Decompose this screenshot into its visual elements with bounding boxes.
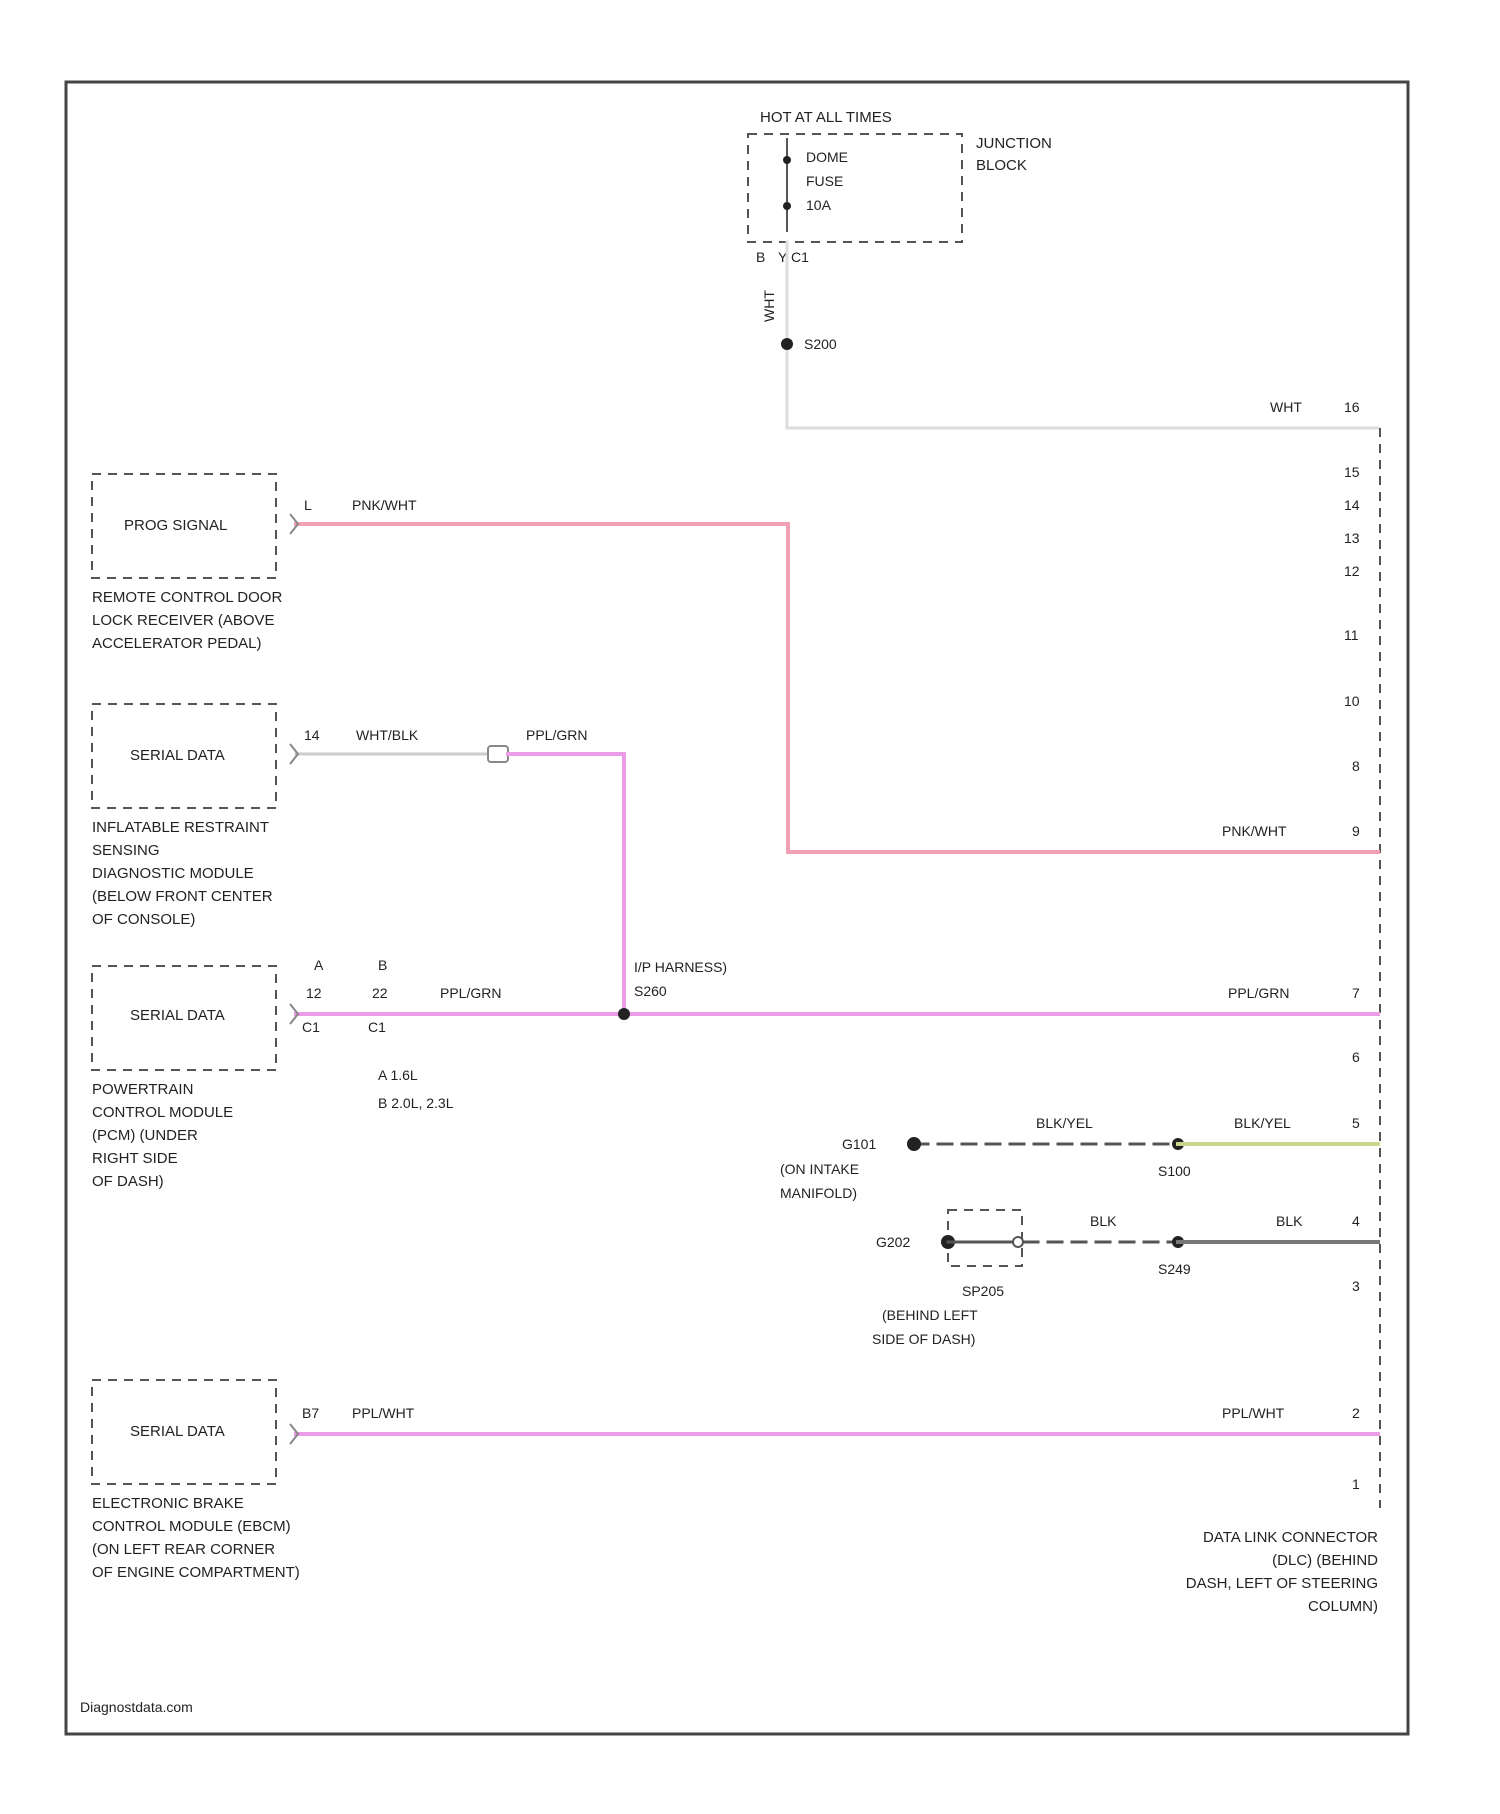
dlc-pin-11: 11 [1344, 627, 1359, 643]
pcm-pin-b: 22 [372, 985, 388, 1001]
pcm-col-b: B [378, 957, 387, 973]
dlc-pin-1: 1 [1352, 1476, 1360, 1492]
ground-g101-location-2: MANIFOLD) [780, 1185, 857, 1201]
sdm-caption-5: OF CONSOLE) [92, 911, 195, 928]
dlc-pin-12: 12 [1344, 563, 1360, 579]
ground2-wire-label-left: BLK [1090, 1213, 1117, 1229]
pcm-col-a: A [314, 957, 324, 973]
pcm-wire-label-dlc: PPL/GRN [1228, 985, 1289, 1001]
junction-block-box [748, 134, 962, 242]
sp205-label: SP205 [962, 1283, 1004, 1299]
dlc-pin-3: 3 [1352, 1278, 1360, 1294]
pcm-caption-4: RIGHT SIDE [92, 1150, 178, 1167]
power-header: HOT AT ALL TIMES [760, 109, 892, 126]
fuse-pin: B [756, 249, 765, 265]
dlc-caption-3: DASH, LEFT OF STEERING [1186, 1575, 1378, 1592]
pcm-wire-label-left: PPL/GRN [440, 985, 501, 1001]
dlc-caption-4: COLUMN) [1308, 1598, 1378, 1615]
sdm-caption-4: (BELOW FRONT CENTER [92, 888, 273, 905]
pcm-note-a: A 1.6L [378, 1067, 418, 1083]
pcm-pin-a: 12 [306, 985, 322, 1001]
dlc-pin-2: 2 [1352, 1405, 1360, 1421]
sdm-wire-label-left: WHT/BLK [356, 727, 419, 743]
ground1-wire-label-right: BLK/YEL [1234, 1115, 1291, 1131]
dlc-pin-16: 16 [1344, 399, 1360, 415]
dlc-caption-1: DATA LINK CONNECTOR [1203, 1529, 1378, 1546]
prog-caption-1: REMOTE CONTROL DOOR [92, 589, 282, 606]
ebcm-caption-2: CONTROL MODULE (EBCM) [92, 1518, 291, 1535]
wht-wire-label-dlc: WHT [1270, 399, 1302, 415]
ebcm-caption-1: ELECTRONIC BRAKE [92, 1495, 244, 1512]
ground-g101-label: G101 [842, 1136, 876, 1152]
dlc-pin-10: 10 [1344, 693, 1360, 709]
fuse-label-1: DOME [806, 149, 848, 165]
splice-s100-label: S100 [1158, 1163, 1191, 1179]
sdm-caption-2: SENSING [92, 842, 160, 859]
sp205-location-1: (BEHIND LEFT [882, 1307, 978, 1323]
fuse-connector: Y C1 [778, 249, 809, 265]
dlc-caption-2: (DLC) (BEHIND [1272, 1552, 1378, 1569]
splice-s200 [781, 338, 793, 350]
ebcm-wire-label-left: PPL/WHT [352, 1405, 415, 1421]
ebcm-wire-label-right: PPL/WHT [1222, 1405, 1285, 1421]
pcm-caption-1: POWERTRAIN [92, 1081, 193, 1098]
ground-g202-label: G202 [876, 1234, 910, 1250]
pnk-wht-wire [296, 524, 1378, 852]
sdm-caption-1: INFLATABLE RESTRAINT [92, 819, 269, 836]
ebcm-pin: B7 [302, 1405, 319, 1421]
splice-s249-label: S249 [1158, 1261, 1191, 1277]
splice-s260-label-1: I/P HARNESS) [634, 959, 727, 975]
dlc-pin-13: 13 [1344, 530, 1360, 546]
junction-block-label-2: BLOCK [976, 157, 1027, 174]
ground-g101-location-1: (ON INTAKE [780, 1161, 859, 1177]
pcm-conn-a: C1 [302, 1019, 320, 1035]
pcm-conn-b: C1 [368, 1019, 386, 1035]
ppl-grn-wire-sdm [508, 754, 624, 1014]
wht-wire-label-vertical: WHT [761, 290, 777, 322]
dlc-pin-8: 8 [1352, 758, 1360, 774]
sdm-wire-label-right: PPL/GRN [526, 727, 587, 743]
sdm-pin: 14 [304, 727, 320, 743]
prog-caption-2: LOCK RECEIVER (ABOVE [92, 612, 275, 629]
pcm-label: SERIAL DATA [130, 1007, 225, 1024]
dlc-pin-5: 5 [1352, 1115, 1360, 1131]
pcm-caption-2: CONTROL MODULE [92, 1104, 233, 1121]
sdm-caption-3: DIAGNOSTIC MODULE [92, 865, 254, 882]
ebcm-caption-4: OF ENGINE COMPARTMENT) [92, 1564, 300, 1581]
prog-wire-label-left: PNK/WHT [352, 497, 417, 513]
ground1-wire-label-left: BLK/YEL [1036, 1115, 1093, 1131]
splice-s200-label: S200 [804, 336, 837, 352]
sp205-box [948, 1210, 1022, 1266]
dlc-pin-9: 9 [1352, 823, 1360, 839]
pcm-caption-3: (PCM) (UNDER [92, 1127, 198, 1144]
ebcm-label: SERIAL DATA [130, 1423, 225, 1440]
pcm-note-b: B 2.0L, 2.3L [378, 1095, 454, 1111]
fuse-label-2: FUSE [806, 173, 843, 189]
junction-block-label-1: JUNCTION [976, 135, 1052, 152]
dlc-pin-7: 7 [1352, 985, 1360, 1001]
prog-wire-label-right: PNK/WHT [1222, 823, 1287, 839]
ground2-wire-label-right: BLK [1276, 1213, 1303, 1229]
splice-s260-label-2: S260 [634, 983, 667, 999]
sdm-label: SERIAL DATA [130, 747, 225, 764]
prog-pin: L [304, 497, 312, 513]
dlc-pin-15: 15 [1344, 464, 1360, 480]
pcm-caption-5: OF DASH) [92, 1173, 164, 1190]
splice-s260 [618, 1008, 630, 1020]
prog-caption-3: ACCELERATOR PEDAL) [92, 635, 262, 652]
ebcm-caption-3: (ON LEFT REAR CORNER [92, 1541, 275, 1558]
prog-signal-label: PROG SIGNAL [124, 517, 227, 534]
fuse-label-3: 10A [806, 197, 832, 213]
watermark: Diagnostdata.com [80, 1699, 193, 1715]
inline-connector [488, 746, 508, 762]
ground-g101 [907, 1137, 921, 1151]
dlc-pin-6: 6 [1352, 1049, 1360, 1065]
dlc-pin-14: 14 [1344, 497, 1360, 513]
dlc-pin-4: 4 [1352, 1213, 1360, 1229]
sp205-location-2: SIDE OF DASH) [872, 1331, 975, 1347]
diagram-frame [66, 82, 1408, 1734]
